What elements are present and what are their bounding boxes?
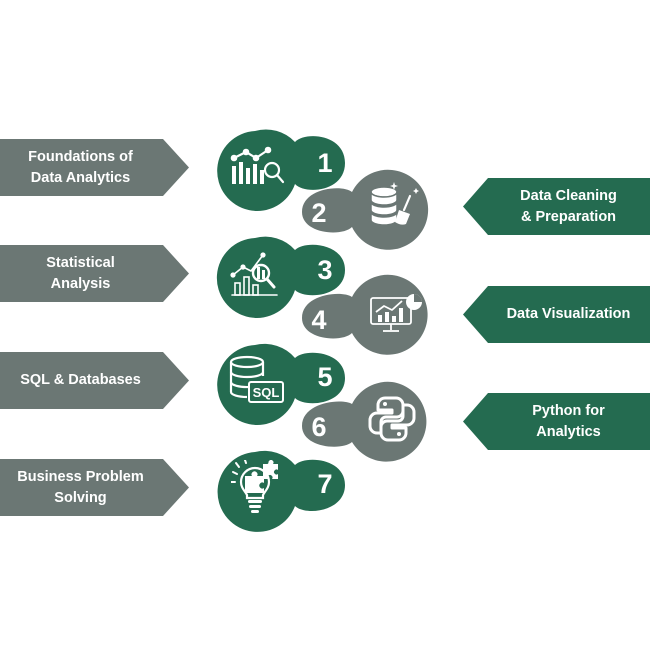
step-2-number: 2 — [311, 198, 327, 228]
step-4-label: Data Visualization — [463, 286, 650, 343]
step-5-label: SQL & Databases — [0, 352, 189, 409]
step-1-number: 1 — [317, 148, 333, 178]
step-3-number: 3 — [317, 255, 333, 285]
step-2-label: Data Cleaning & Preparation — [463, 178, 650, 235]
step-7-number: 7 — [317, 469, 333, 499]
step-1-label: Foundations of Data Analytics — [0, 139, 189, 196]
lightbulb-puzzle-icon — [231, 460, 278, 513]
python-logo-icon — [368, 396, 416, 442]
step-6-number: 6 — [311, 412, 327, 442]
step-3-label: Statistical Analysis — [0, 245, 189, 302]
step-4-blob — [302, 274, 428, 355]
step-7-label: Business Problem Solving — [0, 459, 189, 516]
sql-database-icon: SQL — [229, 355, 284, 403]
step-1-blob — [217, 129, 345, 211]
database-broom-icon — [370, 182, 419, 226]
step-5-number: 5 — [317, 362, 333, 392]
monitor-chart-icon — [370, 294, 422, 332]
statistics-chart-magnifier-icon — [230, 252, 278, 296]
svg-text:SQL: SQL — [253, 385, 280, 400]
step-7-blob — [217, 450, 345, 532]
step-3-blob — [216, 236, 345, 318]
step-6-blob — [302, 381, 427, 462]
step-4-number: 4 — [311, 305, 327, 335]
analytics-chart-magnifier-icon — [230, 146, 285, 184]
step-6-label: Python for Analytics — [463, 393, 650, 450]
